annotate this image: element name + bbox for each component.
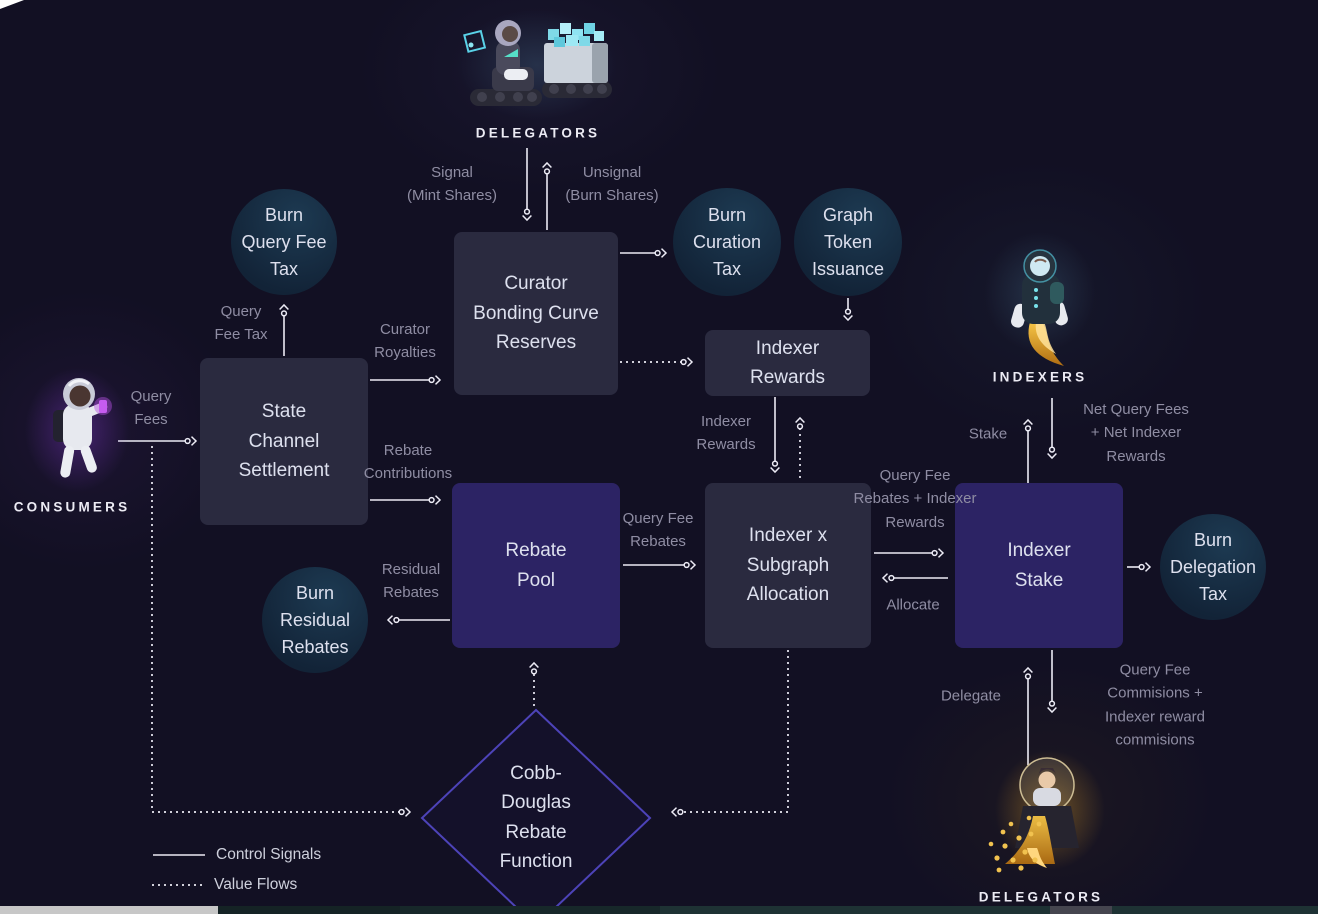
node-graph-token-issuance: Graph Token Issuance <box>794 188 902 296</box>
legend-control-signals: Control Signals <box>216 846 322 863</box>
label-stake: Stake <box>968 425 1008 443</box>
label-query-fee-tax: Query Fee Tax <box>214 302 268 343</box>
bottom-strip-segment <box>400 906 660 914</box>
label-indexer-rewards: Indexer Rewards <box>696 412 756 453</box>
label-query-fee-rebates: Query Fee Rebates <box>622 509 694 550</box>
caption-delegators-top: DELEGATORS <box>475 125 601 141</box>
node-burn-curation-tax: Burn Curation Tax <box>673 188 781 296</box>
bottom-strip-segment <box>1112 906 1318 914</box>
caption-delegators-bottom: DELEGATORS <box>978 889 1104 905</box>
node-cobb-douglas-label: Cobb- Douglas Rebate Function <box>499 763 573 873</box>
label-signal: Signal (Mint Shares) <box>406 163 498 204</box>
label-query-fees: Query Fees <box>130 387 172 428</box>
label-delegate: Delegate <box>940 687 1002 705</box>
flow-consumers-to-cobb-douglas <box>151 446 412 817</box>
bottom-strip-segment <box>218 906 400 914</box>
delegators-top-character <box>457 10 617 120</box>
cobb-douglas-diamond <box>420 708 652 914</box>
node-state-channel-settlement: State Channel Settlement <box>200 358 368 525</box>
caption-indexers: INDEXERS <box>992 369 1088 385</box>
label-rebate-contributions: Rebate Contributions <box>363 441 453 482</box>
label-curator-royalties: Curator Royalties <box>374 320 436 361</box>
indexers-character <box>985 232 1095 366</box>
label-residual-rebates: Residual Rebates <box>381 560 441 601</box>
label-unsignal: Unsignal (Burn Shares) <box>565 163 659 204</box>
consumers-character <box>25 368 129 492</box>
node-rebate-pool: Rebate Pool <box>452 483 620 648</box>
label-net-query-fees: Net Query Fees + Net Indexer Rewards <box>1083 401 1189 465</box>
node-curator-bonding-curve-reserves: Curator Bonding Curve Reserves <box>454 232 618 395</box>
delegators-bottom-character <box>988 750 1105 873</box>
bottom-strip-segment <box>1050 906 1112 914</box>
label-allocate: Allocate <box>886 596 940 614</box>
caption-consumers: CONSUMERS <box>13 499 131 515</box>
label-query-fee-rebates-indexer-rewards: Query Fee Rebates + Indexer Rewards <box>853 467 977 531</box>
corner-artifact <box>0 0 24 9</box>
node-burn-query-fee-tax: Burn Query Fee Tax <box>231 189 337 295</box>
node-indexer-rewards: Indexer Rewards <box>705 330 870 396</box>
label-commissions: Query Fee Commisions + Indexer reward co… <box>1104 661 1206 749</box>
node-burn-residual-rebates: Burn Residual Rebates <box>262 567 368 673</box>
bottom-strip-segment <box>660 906 1050 914</box>
node-indexer-subgraph-allocation: Indexer x Subgraph Allocation <box>705 483 871 648</box>
node-burn-delegation-tax: Burn Delegation Tax <box>1160 514 1266 620</box>
flow-allocation-to-cobb-douglas <box>670 650 789 817</box>
legend-value-flows: Value Flows <box>214 876 298 893</box>
node-indexer-stake: Indexer Stake <box>955 483 1123 648</box>
bottom-strip-segment <box>0 906 218 914</box>
